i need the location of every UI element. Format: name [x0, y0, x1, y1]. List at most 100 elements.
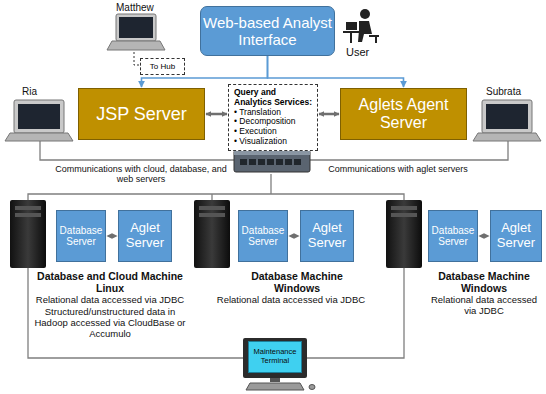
- terminal-screen: Maintenance Terminal: [248, 341, 302, 373]
- switch-top: [234, 150, 310, 155]
- network-wire: [211, 194, 212, 200]
- server-box: JSP Server: [78, 88, 205, 140]
- tower-case: [10, 200, 46, 268]
- tower-bay: [15, 206, 41, 210]
- network-wire: [28, 194, 404, 200]
- network-wire: [270, 174, 271, 194]
- services-box: Query and Analytics Services:• Translati…: [228, 84, 318, 151]
- node-text: Maintenance Terminal: [249, 347, 301, 366]
- user-desk-leg: [350, 33, 352, 43]
- machine-note: Structured/unstructured data in Hadoop a…: [34, 307, 186, 340]
- laptop-screen: [482, 100, 532, 133]
- server-box: Aglets Agent Server: [340, 88, 467, 140]
- tower-case: [194, 200, 230, 268]
- laptop-screen: [14, 100, 64, 133]
- tower-bay: [391, 206, 417, 210]
- service-item: • Execution: [234, 127, 277, 137]
- tower-bay: [391, 213, 417, 217]
- laptop-screen: [116, 14, 156, 41]
- network-note: Communications with aglet servers: [318, 164, 478, 174]
- laptop-icon: [473, 100, 541, 141]
- person-name: Subrata: [486, 86, 542, 98]
- switch-port: [294, 159, 301, 165]
- switch-port: [249, 159, 256, 165]
- laptop-display: [18, 104, 60, 129]
- network-wire: [28, 268, 243, 358]
- double-arrow: [479, 235, 489, 237]
- person-name: Matthew: [116, 2, 176, 14]
- laptop-base: [5, 133, 73, 141]
- server-tower: [386, 200, 422, 268]
- machine-title: Database Machine Windows: [426, 270, 542, 294]
- tower-bay: [199, 213, 225, 217]
- double-arrow: [206, 113, 227, 116]
- node-text: To Hub: [148, 61, 177, 72]
- double-arrow: [107, 235, 117, 237]
- switch-port: [240, 159, 247, 165]
- laptop-display: [486, 104, 528, 129]
- aglet-server-box: Aglet Server: [118, 210, 172, 262]
- database-server-box: Database Server: [428, 210, 478, 262]
- tower-bay: [199, 206, 225, 210]
- aglet-server-box: Aglet Server: [300, 210, 354, 262]
- double-arrow: [319, 113, 339, 116]
- node-text: Aglet Server: [301, 220, 353, 252]
- keyboard: [246, 383, 304, 390]
- network-switch: [234, 150, 310, 172]
- person-name: Ria: [22, 86, 62, 98]
- switch-port: [267, 159, 274, 165]
- network-wire: [40, 140, 234, 160]
- user-icon: [343, 9, 379, 43]
- monitor-frame: [243, 338, 307, 378]
- node-text: Aglet Server: [491, 220, 541, 252]
- laptop-base: [473, 133, 541, 141]
- user-monitor: [346, 22, 357, 30]
- service-item: • Translation: [234, 108, 281, 118]
- machine-title: Database and Cloud Machine Linux: [34, 270, 186, 294]
- monitor-stand: [270, 378, 280, 382]
- interface-box: Web-based Analyst Interface: [200, 6, 335, 56]
- node-text: Aglet Server: [119, 220, 171, 252]
- mouse: [309, 385, 315, 390]
- network-note: Communications with cloud, database, and…: [52, 164, 230, 185]
- node-text: JSP Server: [94, 103, 189, 126]
- node-text: Database Server: [239, 224, 287, 249]
- server-tower: [194, 200, 230, 268]
- services-heading: Query and Analytics Services:: [234, 88, 312, 108]
- machine-note: Relational data accessed via JDBC: [426, 295, 542, 317]
- server-tower: [10, 200, 46, 268]
- node-text: Aglets Agent Server: [341, 95, 466, 134]
- node-text: Database Server: [429, 224, 477, 249]
- user-chair: [369, 35, 379, 37]
- network-wire: [28, 140, 508, 358]
- user-desk: [343, 31, 365, 33]
- person-name: User: [346, 46, 386, 59]
- laptop-icon: [5, 100, 73, 141]
- tower-bay: [15, 213, 41, 217]
- machine-title: Database Machine Windows: [236, 270, 358, 294]
- switch-port: [258, 159, 265, 165]
- network-wire: [310, 140, 508, 160]
- database-server-box: Database Server: [238, 210, 288, 262]
- service-item: • Visualization: [234, 137, 287, 147]
- link-arrow: [268, 56, 404, 87]
- user-head: [360, 9, 370, 19]
- user-chair-leg: [375, 35, 377, 43]
- laptop-icon: [107, 14, 165, 50]
- switch-body: [234, 150, 310, 172]
- switch-ports: [240, 159, 301, 165]
- switch-port: [276, 159, 283, 165]
- machine-note: Relational data accessed via JDBC: [206, 295, 376, 306]
- hub-box: To Hub: [140, 58, 185, 75]
- laptop-display: [119, 17, 153, 38]
- monitor-icon: [243, 338, 315, 390]
- machine-note: Relational data accessed via JDBC: [34, 295, 186, 306]
- double-arrow: [289, 235, 299, 237]
- switch-port: [285, 159, 292, 165]
- tower-case: [386, 200, 422, 268]
- database-server-box: Database Server: [56, 210, 106, 262]
- aglet-server-box: Aglet Server: [490, 210, 542, 262]
